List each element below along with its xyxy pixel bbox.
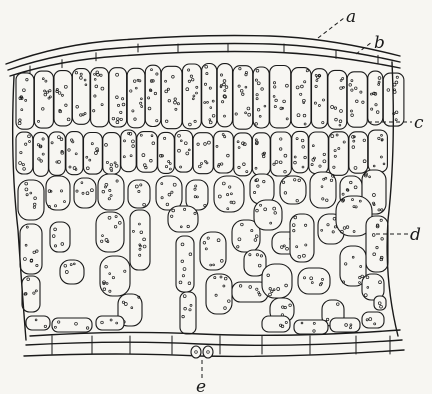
palisade-cell xyxy=(137,132,158,173)
spongy-cell xyxy=(298,268,330,294)
palisade-cell xyxy=(145,65,161,126)
spongy-cell xyxy=(18,180,44,220)
spongy-cell xyxy=(52,318,92,332)
spongy-cell xyxy=(74,178,96,208)
spongy-cell xyxy=(186,180,208,210)
palisade-cell xyxy=(202,64,217,128)
palisade-cell xyxy=(329,132,349,176)
lower-epidermis xyxy=(24,330,404,358)
spongy-cell xyxy=(180,292,196,334)
palisade-cell xyxy=(253,67,269,128)
palisade-cell xyxy=(292,131,309,172)
palisade-cell xyxy=(214,131,234,173)
label-e: e xyxy=(196,377,206,394)
spongy-cell xyxy=(294,320,328,334)
spongy-cell xyxy=(290,214,314,262)
spongy-cell xyxy=(22,276,40,312)
spongy-cell xyxy=(130,210,150,270)
palisade-cell xyxy=(91,68,109,127)
spongy-cell xyxy=(20,224,42,274)
spongy-cell xyxy=(262,264,292,298)
palisade-cell xyxy=(233,66,253,130)
palisade-cell xyxy=(291,68,311,128)
palisade-cell xyxy=(271,132,292,176)
label-a: a xyxy=(346,7,356,27)
palisade-cell xyxy=(109,68,127,127)
spongy-cell xyxy=(100,256,130,296)
spongy-cell xyxy=(46,176,70,210)
palisade-cell xyxy=(193,133,213,174)
label-c: c xyxy=(414,113,424,133)
spongy-cell xyxy=(26,316,50,330)
label-a-group: a xyxy=(318,7,356,38)
spongy-cell xyxy=(362,312,384,328)
spongy-cell xyxy=(254,200,282,230)
palisade-layer xyxy=(16,64,404,177)
spongy-cell xyxy=(128,180,150,208)
spongy-cell xyxy=(168,206,198,232)
label-b-group: b xyxy=(356,33,385,54)
spongy-cell xyxy=(280,176,306,204)
palisade-cell xyxy=(54,71,72,126)
spongy-cell xyxy=(206,274,232,314)
palisade-cell xyxy=(103,133,121,175)
spongy-cell xyxy=(96,212,124,252)
spongy-cell xyxy=(262,316,290,332)
spongy-cell xyxy=(176,236,194,292)
label-e-group: e xyxy=(196,360,206,394)
label-b: b xyxy=(374,33,385,53)
palisade-cell xyxy=(270,66,291,128)
label-d: d xyxy=(410,225,421,245)
palisade-cell xyxy=(234,133,252,176)
palisade-cell xyxy=(309,132,329,174)
spongy-cell xyxy=(214,176,244,212)
palisade-cell xyxy=(33,132,48,176)
palisade-cell xyxy=(121,130,136,172)
spongy-cell xyxy=(96,316,124,330)
palisade-cell xyxy=(183,64,202,129)
palisade-cell xyxy=(66,132,83,175)
palisade-cell xyxy=(368,130,387,172)
palisade-cell xyxy=(347,72,367,127)
palisade-cell xyxy=(161,66,182,128)
